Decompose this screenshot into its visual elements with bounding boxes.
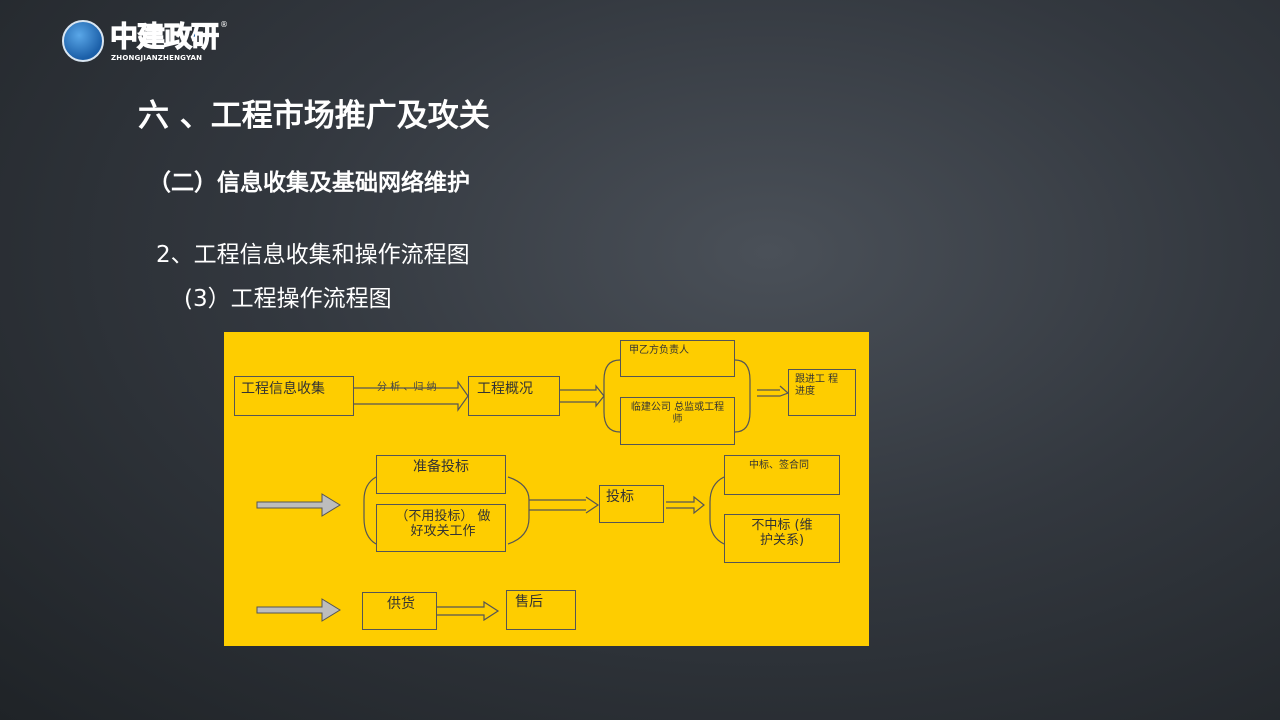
analyze-label: 分 析 、归 纳 [377, 382, 437, 393]
node-follow-label: 跟进工 程进度 [795, 374, 839, 397]
node-supply-label: 供货 [387, 596, 415, 612]
node-supervisor-label: 临建公司 总监或工程师 [630, 402, 725, 425]
brace-row1-right [734, 359, 751, 433]
logo-emblem-icon [62, 20, 104, 62]
node-info-collect: 工程信息收集 [234, 376, 354, 416]
node-party-ab-label: 甲乙方负责人 [629, 345, 689, 356]
brace-row1-left [603, 359, 621, 433]
double-arrow-to-follow [757, 385, 790, 397]
hollow-arrow-overview-to-branch [560, 384, 605, 408]
node-bid-label: 投标 [606, 489, 634, 505]
process-flowchart: 工程信息收集 分 析 、归 纳 工程概况 甲乙方负责人 临建公司 总监或工程师 … [224, 332, 869, 646]
node-after-sales-label: 售后 [515, 594, 543, 610]
start-arrow-row3 [256, 598, 341, 622]
arrow-bid-to-outcomes [666, 495, 705, 515]
node-follow: 跟进工 程进度 [788, 369, 856, 416]
logo-subtitle: ZHONGJIANZHENGYAN [111, 54, 203, 62]
flowchart-connectors [256, 359, 790, 622]
subsection-heading: (3）工程操作流程图 [184, 286, 392, 312]
node-supply: 供货 [362, 592, 437, 630]
logo-registered-mark: ® [220, 20, 228, 29]
double-arrow-to-bid [529, 496, 600, 514]
node-overview-label: 工程概况 [477, 381, 533, 397]
node-win-contract-label: 中标、签合同 [749, 460, 809, 471]
start-arrow-row2 [256, 493, 341, 517]
node-supervisor: 临建公司 总监或工程师 [620, 397, 735, 445]
node-prepare-bid-label: 准备投标 [413, 459, 469, 475]
slide-title: 六 、工程市场推广及攻关 [138, 98, 490, 134]
node-overview: 工程概况 [468, 376, 560, 416]
node-win-contract: 中标、签合同 [724, 455, 840, 495]
node-party-ab: 甲乙方负责人 [620, 340, 735, 377]
node-lose-bid: 不中标 (维护关系) [724, 514, 840, 563]
slide-subtitle: （二）信息收集及基础网络维护 [148, 170, 470, 196]
node-prepare-bid: 准备投标 [376, 455, 506, 494]
brace-row2-outcomes [709, 476, 725, 545]
brace-row2-left [363, 476, 377, 545]
logo-name: 中建政研 [109, 19, 219, 53]
company-logo: 中建政研 ® ZHONGJIANZHENGYAN [62, 19, 232, 64]
node-info-collect-label: 工程信息收集 [241, 381, 325, 397]
node-bid: 投标 [599, 485, 664, 523]
section-heading: 2、工程信息收集和操作流程图 [156, 242, 470, 268]
node-no-bid: （不用投标） 做好攻关工作 [376, 504, 506, 552]
node-lose-bid-label: 不中标 (维护关系) [751, 518, 813, 548]
brace-row2-right [507, 476, 530, 545]
arrow-supply-to-after-sales [437, 600, 500, 622]
node-no-bid-label: （不用投标） 做好攻关工作 [395, 509, 491, 539]
node-after-sales: 售后 [506, 590, 576, 630]
